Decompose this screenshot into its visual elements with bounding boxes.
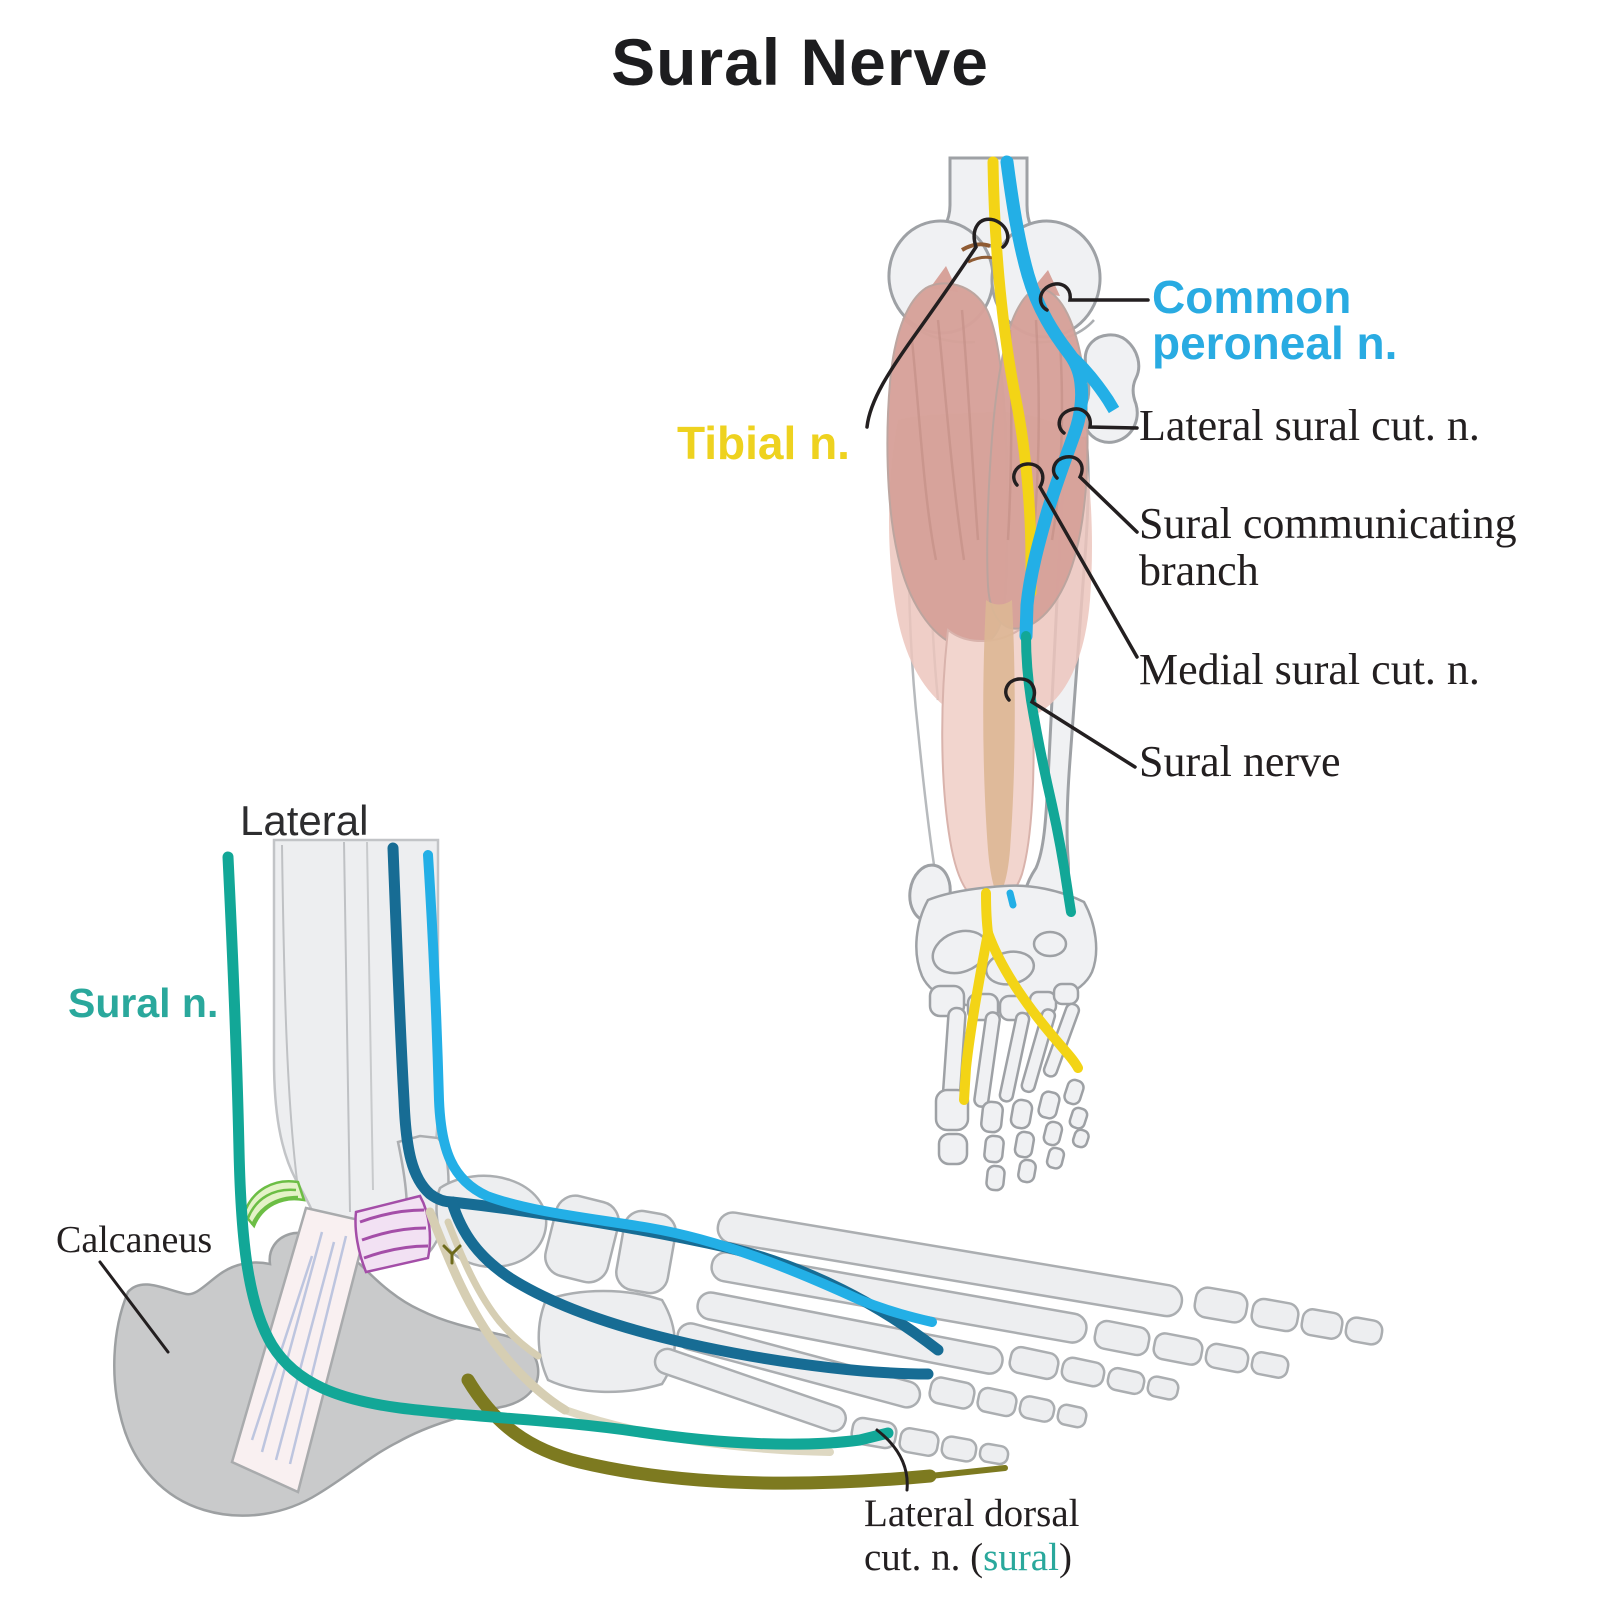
achilles-tendon-band [983,600,1015,896]
cuboid [537,1289,676,1394]
page-title: Sural Nerve [611,25,989,99]
sural-communicating-label: Sural communicating branch [1139,500,1517,594]
muscle-striations [910,309,1064,561]
lateral-dorsal-line2-prefix: cut. n. ( [864,1536,984,1579]
medial-sural-leader [1012,462,1139,659]
lateral-sural-label: Lateral sural cut. n. [1139,401,1480,450]
achilles-tendon-sheet [230,1206,370,1494]
common-peroneal-label-line2: peroneal n. [1152,317,1398,369]
purple-retinaculum [354,1194,432,1274]
tibial-nerve-line [987,156,1037,598]
leader-lines [98,217,1150,1492]
tibial-leader [865,217,1010,429]
tibial-nerve-label: Tibial n. [677,417,850,469]
plantar-foot-bones [915,884,1098,1192]
lateral-foot-view [113,838,1384,1517]
common-peroneal-label: Common peroneal n. [1152,274,1397,366]
lateral-view-title: Lateral [240,797,369,844]
posterior-leg-view [886,155,1141,1192]
posterior-nerve-lines [959,155,1120,1105]
sural-nerve-line [1021,631,1076,917]
common-peroneal-nerve-line [1000,155,1089,643]
lateral-toe-bones [850,1286,1384,1466]
sural-communicating-line1: Sural communicating [1139,499,1517,548]
sural-nerve-label: Sural nerve [1139,737,1341,786]
lateral-plantar-branch [983,928,1083,1073]
medial-sural-label: Medial sural cut. n. [1139,645,1480,694]
calcaneus-leader [98,1260,170,1354]
lateral-dorsal-line2-suffix: ) [1058,1536,1072,1579]
tibial-nerve-ankle [981,888,993,938]
lateral-plantar-olive-nerve [442,1244,1008,1490]
common-peroneal-leader [1038,282,1150,312]
lateral-dorsal-line2-sural: sural [983,1536,1059,1579]
sural-nerve-lateral-line [222,851,894,1450]
lateral-dorsal-line2: cut. n. (sural) [864,1536,1079,1580]
lateral-sural-leader [1057,407,1139,435]
medial-plantar-branch [959,928,993,1105]
hindfoot-bones [915,884,1098,1010]
lateral-dorsal-label: Lateral dorsal cut. n. (sural) [864,1492,1079,1580]
superficial-peroneal-branch-lower [446,1196,934,1380]
deep-peroneal-stub [1006,889,1017,909]
green-retinaculum [242,1180,306,1229]
superficial-peroneal-stem [387,842,458,1208]
calf-muscles [886,266,1092,904]
common-peroneal-lateral-branch [1065,350,1120,414]
common-peroneal-label-line1: Common [1152,271,1352,323]
sural-nerve-leader [1004,677,1137,769]
lateral-nerve-lines [222,842,944,1450]
lateral-dorsal-leader [875,1428,909,1492]
intermediate-dorsal-cutaneous-line [423,850,937,1327]
lateral-dorsal-line1: Lateral dorsal [864,1492,1080,1535]
calcaneus-label: Calcaneus [56,1219,213,1261]
sural-communicating-leader [1051,455,1139,534]
sural-communicating-line2: branch [1139,546,1259,595]
sural-n-label: Sural n. [68,980,219,1026]
